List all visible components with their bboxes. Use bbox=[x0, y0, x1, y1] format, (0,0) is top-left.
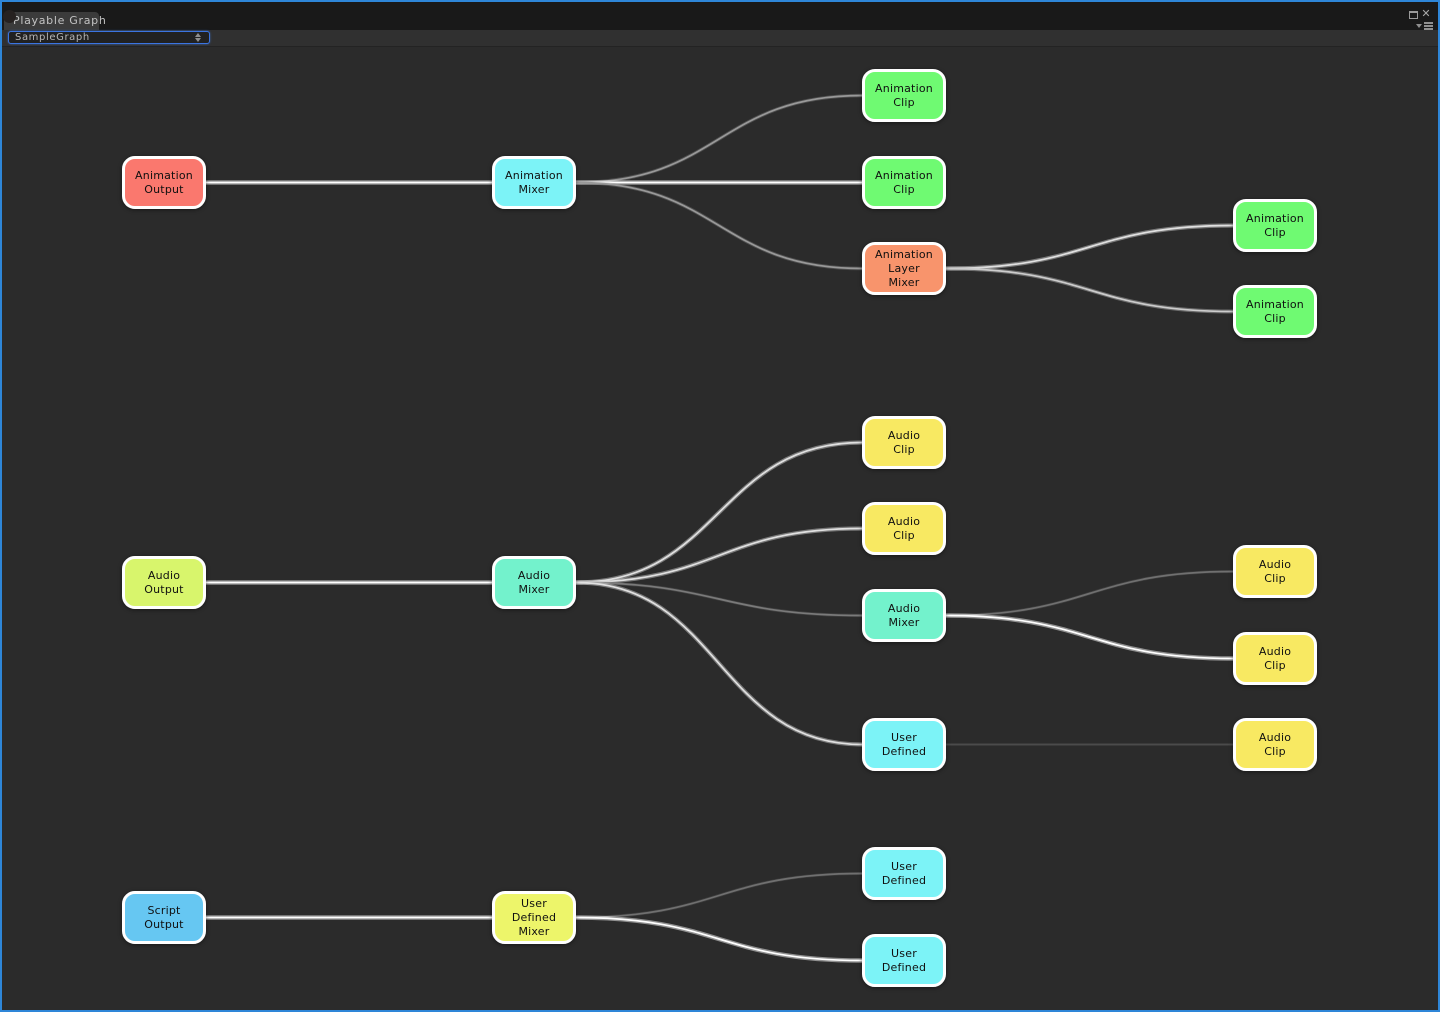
node-animation-clip-3[interactable]: Animation Clip bbox=[1233, 199, 1317, 252]
dropdown-stepper-icon bbox=[195, 33, 201, 42]
node-audio-clip-4[interactable]: Audio Clip bbox=[1233, 632, 1317, 685]
edge-audio-mixer-1-to-audio-clip-2 bbox=[575, 527, 863, 584]
edge-animation-layer-mixer-to-animation-clip-4 bbox=[945, 267, 1234, 313]
node-user-defined-mixer[interactable]: User Defined Mixer bbox=[492, 891, 576, 944]
node-audio-mixer-1[interactable]: Audio Mixer bbox=[492, 556, 576, 609]
edge-audio-mixer-2-to-audio-clip-3 bbox=[945, 570, 1234, 617]
node-animation-clip-1[interactable]: Animation Clip bbox=[862, 69, 946, 122]
edge-audio-mixer-1-to-audio-clip-1 bbox=[575, 441, 863, 584]
close-icon[interactable]: ✕ bbox=[1421, 7, 1431, 20]
tab-title: Playable Graph bbox=[13, 14, 107, 27]
node-animation-layer-mixer[interactable]: Animation Layer Mixer bbox=[862, 242, 946, 295]
hamburger-icon bbox=[1424, 22, 1433, 30]
node-animation-mixer[interactable]: Animation Mixer bbox=[492, 156, 576, 209]
maximize-icon[interactable] bbox=[1409, 11, 1418, 19]
edge-audio-mixer-1-to-audio-mixer-2 bbox=[575, 581, 863, 617]
edge-user-defined-mixer-to-user-defined-2 bbox=[575, 872, 863, 919]
node-user-defined-1[interactable]: User Defined bbox=[862, 718, 946, 771]
chevron-down-icon bbox=[1416, 23, 1422, 28]
node-animation-output[interactable]: Animation Output bbox=[122, 156, 206, 209]
edge-animation-mixer-to-animation-layer-mixer bbox=[575, 181, 863, 270]
edge-animation-layer-mixer-to-animation-clip-3 bbox=[945, 224, 1234, 270]
node-audio-mixer-2[interactable]: Audio Mixer bbox=[862, 589, 946, 642]
node-audio-output[interactable]: Audio Output bbox=[122, 556, 206, 609]
node-audio-clip-5[interactable]: Audio Clip bbox=[1233, 718, 1317, 771]
edge-animation-mixer-to-animation-clip-1 bbox=[575, 94, 863, 184]
node-audio-clip-1[interactable]: Audio Clip bbox=[862, 416, 946, 469]
tab-playable-graph[interactable]: Playable Graph bbox=[3, 10, 107, 30]
edge-user-defined-mixer-to-user-defined-3 bbox=[575, 916, 863, 962]
node-animation-clip-2[interactable]: Animation Clip bbox=[862, 156, 946, 209]
graph-selector-dropdown[interactable]: SampleGraph bbox=[8, 31, 210, 44]
edge-audio-mixer-1-to-user-defined-1 bbox=[575, 581, 863, 746]
pane-menu-button[interactable] bbox=[1416, 22, 1433, 30]
pane-icon bbox=[3, 10, 16, 23]
node-script-output[interactable]: Script Output bbox=[122, 891, 206, 944]
node-audio-clip-2[interactable]: Audio Clip bbox=[862, 502, 946, 555]
node-user-defined-2[interactable]: User Defined bbox=[862, 847, 946, 900]
node-user-defined-3[interactable]: User Defined bbox=[862, 934, 946, 987]
edge-audio-mixer-2-to-audio-clip-4 bbox=[945, 614, 1234, 660]
node-animation-clip-4[interactable]: Animation Clip bbox=[1233, 285, 1317, 338]
toolbar: SampleGraph bbox=[2, 30, 1438, 47]
graph-selector-value: SampleGraph bbox=[15, 32, 90, 43]
tab-bar: Playable Graph ✕ bbox=[2, 2, 1438, 30]
node-audio-clip-3[interactable]: Audio Clip bbox=[1233, 545, 1317, 598]
